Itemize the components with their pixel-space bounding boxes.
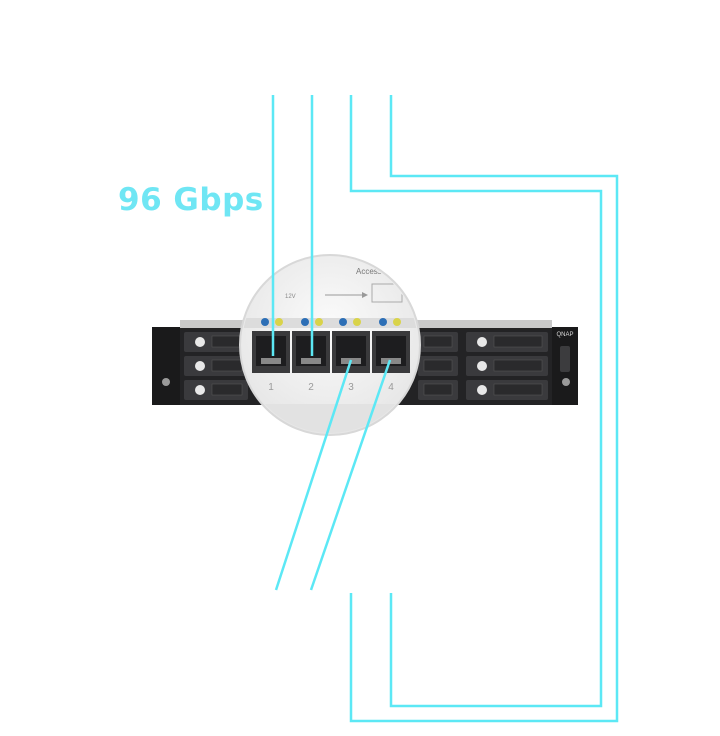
port-number: 1 (268, 382, 274, 393)
accessory-label: Access (356, 267, 382, 276)
activity-led (353, 318, 361, 326)
port-number: 4 (388, 382, 394, 393)
magnifier-callout: Access 12V (239, 254, 421, 436)
drive-bay (466, 356, 548, 376)
cable-port-3 (274, 359, 353, 591)
port-1 (252, 331, 290, 373)
drive-bay (418, 380, 458, 400)
activity-led (393, 318, 401, 326)
port-3 (332, 331, 370, 373)
port-number: 3 (348, 382, 354, 393)
network-cables (271, 95, 619, 723)
port-number: 2 (308, 382, 314, 393)
link-led (301, 318, 309, 326)
drive-bay (466, 380, 548, 400)
activity-led (315, 318, 323, 326)
link-led (379, 318, 387, 326)
brand-logo: QNAP (556, 332, 573, 338)
drive-bay (184, 356, 248, 376)
drive-bay (184, 332, 248, 352)
drive-bay (418, 356, 458, 376)
link-led (339, 318, 347, 326)
port-4 (372, 331, 410, 373)
drive-bay (466, 332, 548, 352)
cable-loop-inner (349, 95, 619, 723)
activity-led (275, 318, 283, 326)
power-label: 12V (285, 294, 296, 300)
port-led-row (261, 318, 401, 326)
link-led (261, 318, 269, 326)
bandwidth-label: 96 Gbps (118, 182, 264, 218)
cable-loop-outer (349, 95, 603, 708)
drive-bay (184, 380, 248, 400)
cable-port-4 (309, 359, 392, 591)
drive-bays (184, 332, 548, 400)
drive-bay (418, 332, 458, 352)
